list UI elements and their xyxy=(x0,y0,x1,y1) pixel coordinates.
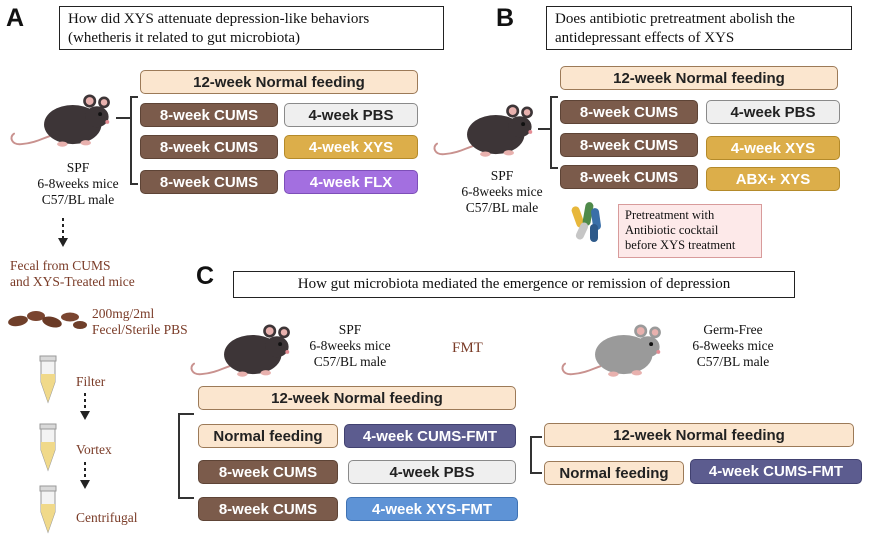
pretreatment-note: Pretreatment with Antibiotic cocktail be… xyxy=(618,204,762,258)
bracket-b-vertical xyxy=(550,96,552,168)
panel-a-question: How did XYS attenuate depression-like be… xyxy=(59,6,444,50)
panel-c-gf-cums-fmt: 4-week CUMS-FMT xyxy=(690,459,862,484)
panel-b-cums-2: 8-week CUMS xyxy=(560,133,698,157)
panel-a-letter: A xyxy=(6,4,25,32)
pill-capsules-icon xyxy=(571,202,601,242)
panel-c-cums-1: 8-week CUMS xyxy=(198,460,338,484)
bracket-gf-top xyxy=(530,436,542,438)
bracket-a-vertical xyxy=(130,96,132,184)
grey-mouse-icon xyxy=(561,323,662,378)
panel-a-cums-1: 8-week CUMS xyxy=(140,103,278,127)
panel-a-cums-2: 8-week CUMS xyxy=(140,135,278,159)
panel-a-xys: 4-week XYS xyxy=(284,135,418,159)
fecal-pellets-icon xyxy=(8,311,87,329)
panel-c-gf-normal-feeding: Normal feeding xyxy=(544,461,684,485)
panel-c-cums-fmt: 4-week CUMS-FMT xyxy=(344,424,516,448)
down-arrow-icon xyxy=(80,393,90,420)
step-centrifugal: Centrifugal xyxy=(76,510,138,525)
dark-mouse-icon xyxy=(10,93,111,148)
panel-c-spf-label: SPF 6-8weeks mice C57/BL male xyxy=(309,322,391,369)
panel-c-cums-2: 8-week CUMS xyxy=(198,497,338,521)
panel-c-gf-label: Germ-Free 6-8weeks mice C57/BL male xyxy=(692,322,774,369)
down-arrow-icon xyxy=(58,218,68,247)
tube-icon xyxy=(39,423,57,472)
bracket-c-top xyxy=(178,413,194,415)
bracket-b-top xyxy=(550,96,558,98)
tube-icon xyxy=(39,355,57,404)
panel-c-feeding-bar: 12-week Normal feeding xyxy=(198,386,516,410)
panel-c-question: How gut microbiota mediated the emergenc… xyxy=(233,271,795,298)
panel-b-pbs: 4-week PBS xyxy=(706,100,840,124)
dose-text: 200mg/2ml Fecel/Sterile PBS xyxy=(92,306,188,337)
panel-a-pbs: 4-week PBS xyxy=(284,103,418,127)
panel-a-flx: 4-week FLX xyxy=(284,170,418,194)
bracket-gf-bottom xyxy=(530,472,542,474)
panel-b-feeding-bar: 12-week Normal feeding xyxy=(560,66,838,90)
panel-b-question: Does antibiotic pretreatment abolish the… xyxy=(546,6,852,50)
bracket-a-top xyxy=(130,96,138,98)
panel-a-feeding-bar: 12-week Normal feeding xyxy=(140,70,418,94)
panel-c-pbs: 4-week PBS xyxy=(348,460,516,484)
down-arrow-icon xyxy=(80,462,90,489)
step-vortex: Vortex xyxy=(76,442,112,457)
dark-mouse-icon xyxy=(433,103,534,158)
bracket-b-stem xyxy=(538,128,550,130)
step-filter: Filter xyxy=(76,374,106,389)
fmt-label: FMT xyxy=(452,340,483,356)
dark-mouse-icon xyxy=(190,323,291,378)
panel-c-normal-feeding: Normal feeding xyxy=(198,424,338,448)
tube-icon xyxy=(39,485,57,534)
bracket-gf-vertical xyxy=(530,436,532,473)
panel-b-cums-3: 8-week CUMS xyxy=(560,165,698,189)
bracket-a-bottom xyxy=(130,183,138,185)
bracket-c-vertical xyxy=(178,413,180,498)
panel-c-letter: C xyxy=(196,262,215,290)
panel-b-xys: 4-week XYS xyxy=(706,136,840,160)
panel-c-xys-fmt: 4-week XYS-FMT xyxy=(346,497,518,521)
fecal-source-text: Fecal from CUMS and XYS-Treated mice xyxy=(10,258,135,289)
panel-b-cums-1: 8-week CUMS xyxy=(560,100,698,124)
bracket-c-bottom xyxy=(178,497,194,499)
panel-b-abx-xys: ABX+ XYS xyxy=(706,167,840,191)
panel-c-gf-feeding-bar: 12-week Normal feeding xyxy=(544,423,854,447)
panel-b-mouse-label: SPF 6-8weeks mice C57/BL male xyxy=(461,168,543,215)
panel-a-cums-3: 8-week CUMS xyxy=(140,170,278,194)
bracket-b-bottom xyxy=(550,167,558,169)
panel-b-letter: B xyxy=(496,4,515,32)
panel-a-mouse-label: SPF 6-8weeks mice C57/BL male xyxy=(37,160,119,207)
bracket-a-stem xyxy=(116,117,130,119)
